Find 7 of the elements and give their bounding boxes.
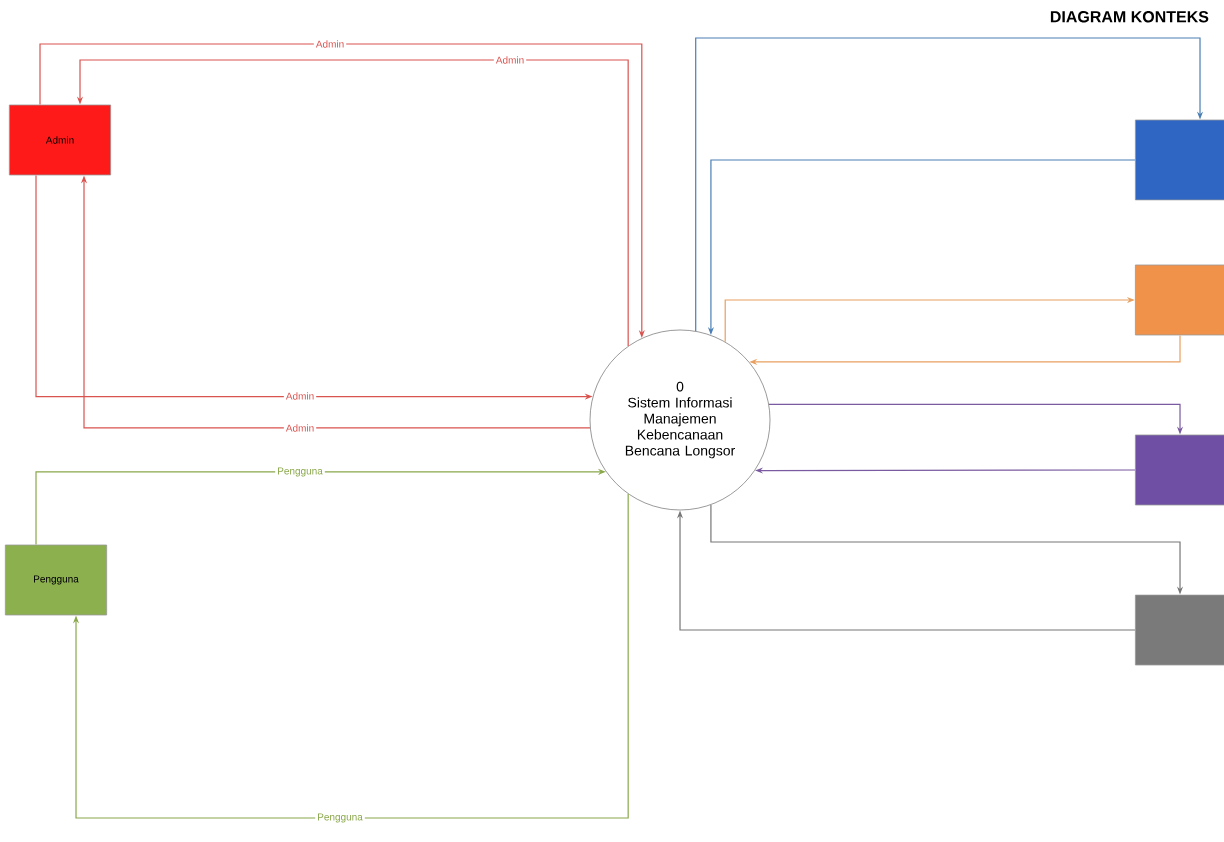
arrow — [72, 493, 629, 819]
diagram-title: DIAGRAM KONTEKS — [1050, 11, 1209, 23]
entity-box — [1134, 434, 1224, 506]
entity-box — [1134, 119, 1224, 201]
entity-box — [1134, 264, 1224, 336]
arrow — [695, 37, 1204, 332]
entity-box — [1134, 594, 1224, 666]
